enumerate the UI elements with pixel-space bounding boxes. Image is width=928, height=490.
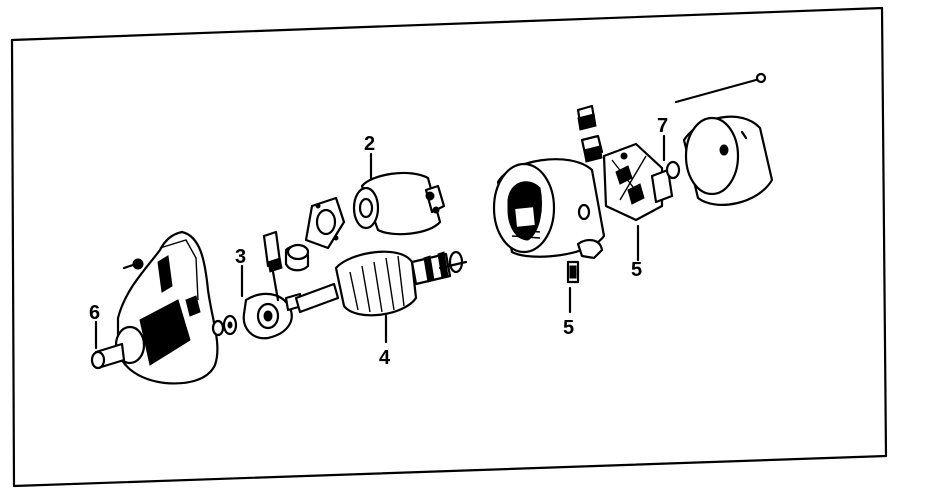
callout-4: 4 <box>379 347 391 369</box>
armature <box>294 250 468 317</box>
end-washer <box>665 160 681 180</box>
terminal-clips <box>576 104 604 163</box>
callout-2: 2 <box>364 133 375 155</box>
end-frame-cover <box>682 115 774 206</box>
gasket-plate <box>304 196 346 250</box>
diagram-frame <box>10 6 888 488</box>
brush <box>566 260 580 284</box>
callout-5-brush-holder: 5 <box>631 259 642 281</box>
callout-5-brush: 5 <box>563 317 574 339</box>
callout-7: 7 <box>657 115 668 137</box>
plunger-cap <box>284 243 310 272</box>
washers <box>211 314 238 337</box>
field-frame <box>492 158 606 260</box>
through-bolt <box>674 72 767 104</box>
small-bolt <box>122 258 144 270</box>
callout-6: 6 <box>89 302 100 324</box>
drive-housing <box>90 230 219 385</box>
leader-lines <box>94 134 666 350</box>
callout-3: 3 <box>235 246 246 268</box>
solenoid <box>352 171 446 236</box>
brush-holder <box>602 142 674 222</box>
